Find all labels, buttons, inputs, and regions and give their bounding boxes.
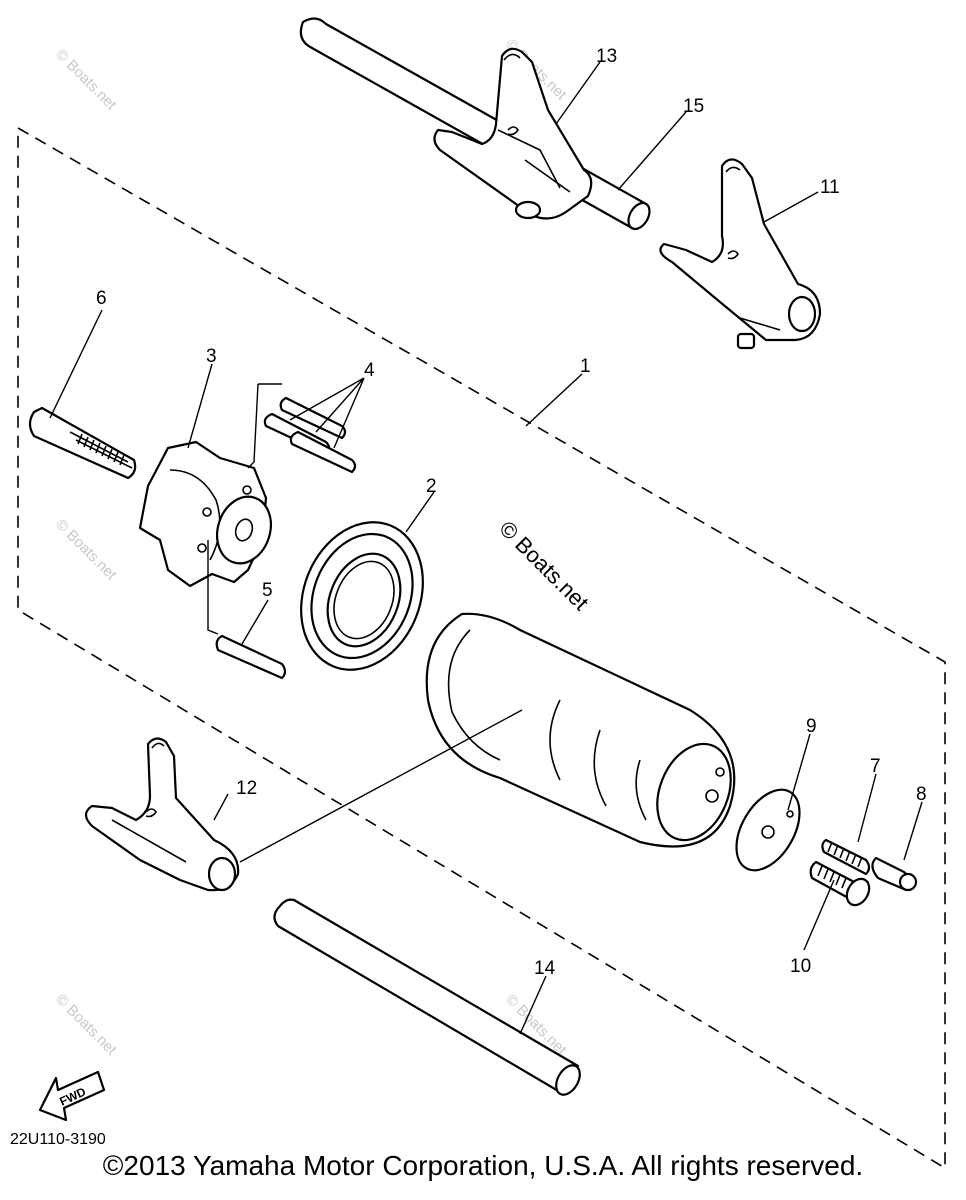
callout-labels: 13 15 11 6 3 4 1 2 5 12 9 7 8 10 14 (96, 46, 927, 979)
callout-14: 14 (534, 958, 556, 979)
callout-4: 4 (364, 360, 375, 381)
copyright-notice: ©2013 Yamaha Motor Corporation, U.S.A. A… (102, 1150, 864, 1181)
callout-8: 8 (916, 784, 927, 805)
part-13-shift-fork (433, 47, 593, 220)
part-8-plunger (871, 856, 918, 892)
faint-watermarks: © Boats.net © Boats.net © Boats.net © Bo… (52, 36, 570, 1059)
diagram-code: 22U110-3190 (10, 1131, 106, 1148)
callout-2: 2 (426, 476, 437, 497)
part-2-bearing (300, 521, 424, 671)
part-6-bolt (28, 406, 137, 480)
callout-13: 13 (596, 46, 617, 67)
watermark-top-left: © Boats.net (52, 46, 120, 114)
watermark-mid-left: © Boats.net (52, 516, 120, 584)
part-7-spring (821, 838, 871, 876)
fwd-arrow-icon: FWD (38, 1070, 106, 1122)
callout-1: 1 (580, 356, 591, 377)
callout-3: 3 (206, 346, 217, 367)
watermark-bottom-left: © Boats.net (52, 991, 120, 1059)
callout-5: 5 (262, 580, 273, 601)
part-5-pin (207, 540, 287, 680)
part-10-screw (809, 860, 871, 907)
part-3-shift-drum-segment (138, 440, 272, 588)
callout-10: 10 (790, 956, 811, 977)
part-9-plate (735, 788, 801, 872)
callout-6: 6 (96, 288, 107, 309)
callout-15: 15 (683, 96, 704, 117)
callout-7: 7 (870, 756, 881, 777)
callout-11: 11 (820, 177, 840, 198)
callout-9: 9 (806, 716, 817, 737)
part-14-shift-fork-shaft (273, 898, 581, 1096)
callout-12: 12 (236, 778, 257, 799)
watermark-center: © Boats.net (494, 516, 593, 615)
part-shift-drum (425, 612, 736, 848)
leader-lines (49, 61, 923, 1035)
part-11-shift-fork (659, 158, 822, 350)
part-12-shift-fork (84, 737, 240, 892)
part-4-pins (247, 383, 357, 474)
